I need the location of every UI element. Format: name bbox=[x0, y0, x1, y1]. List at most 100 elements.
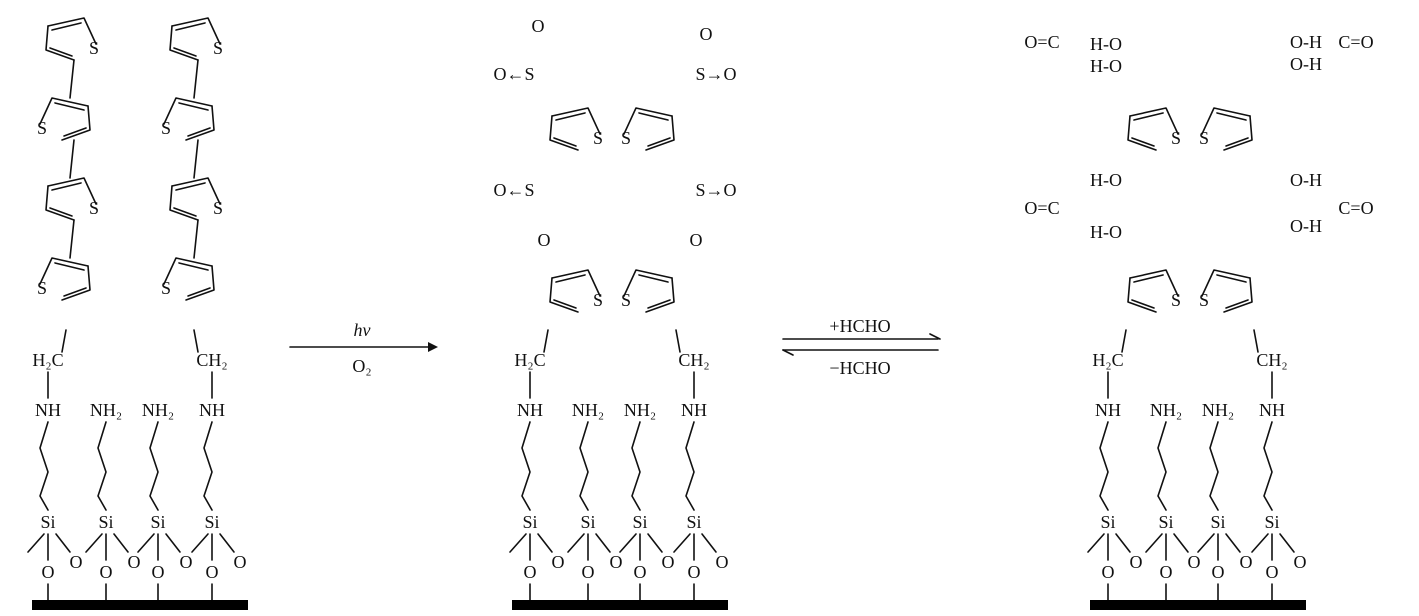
ch2-bond bbox=[193, 329, 199, 353]
inter-ring-bond bbox=[193, 59, 199, 99]
thiophene-ring: S bbox=[1127, 269, 1181, 313]
thiophene-ring: S bbox=[1199, 107, 1253, 151]
carbonyl-oxygen: O bbox=[538, 230, 551, 250]
oxygen-atom: O bbox=[1266, 562, 1279, 582]
hydrogen-bond-label: O-H bbox=[1290, 170, 1322, 190]
sulfur-atom: S bbox=[161, 118, 171, 138]
ring-bond bbox=[551, 269, 601, 297]
si-o-bridge-bond bbox=[647, 533, 663, 553]
nh-group: NH bbox=[199, 400, 225, 420]
ring-bond bbox=[1127, 115, 1157, 151]
si-o-bridge-bond bbox=[219, 533, 235, 553]
ring-bond bbox=[61, 265, 91, 301]
propyl-chain bbox=[685, 421, 695, 511]
nh-group: NH bbox=[517, 400, 543, 420]
propyl-chain bbox=[521, 421, 531, 511]
silicon-atom: Si bbox=[40, 512, 55, 532]
ring-bond bbox=[1201, 269, 1251, 297]
thiophene-ring: S bbox=[549, 107, 603, 151]
hydrogen-bond-label: H-O bbox=[1090, 34, 1122, 54]
hydrogen-bond-label: H-O bbox=[1090, 222, 1122, 242]
sulfoxide-label: S→O bbox=[695, 180, 736, 200]
ring-bond bbox=[623, 269, 673, 297]
ring-bond bbox=[47, 17, 97, 45]
substrate-1 bbox=[32, 600, 248, 610]
bridging-oxygen: O bbox=[234, 552, 247, 572]
ring-double-bond bbox=[555, 274, 586, 283]
si-methyl-bond bbox=[619, 533, 637, 553]
thiophene-ring: S bbox=[45, 177, 99, 221]
nh2-group: NH₂ bbox=[1150, 400, 1182, 420]
inter-ring-bond bbox=[69, 139, 75, 179]
arrow-label-add-hcho: +HCHO bbox=[829, 316, 890, 336]
ring-bond bbox=[549, 277, 579, 313]
sulfur-atom: S bbox=[213, 198, 223, 218]
ring-double-bond bbox=[1225, 137, 1249, 147]
thiophene-ring: S bbox=[169, 17, 223, 61]
bridging-oxygen: O bbox=[1240, 552, 1253, 572]
sulfur-atom: S bbox=[89, 38, 99, 58]
ring-bond bbox=[171, 177, 221, 205]
bridging-oxygen: O bbox=[180, 552, 193, 572]
ring-bond bbox=[185, 265, 215, 301]
ring-bond bbox=[169, 25, 199, 61]
arrow-label-o2: O₂ bbox=[352, 356, 371, 376]
oxygen-atom: O bbox=[100, 562, 113, 582]
bridging-oxygen: O bbox=[1130, 552, 1143, 572]
ring-bond bbox=[1129, 107, 1179, 135]
ch2-group: CH₂ bbox=[196, 350, 227, 370]
thiophene-ring: S bbox=[45, 17, 99, 61]
sulfoxide-label: S→O bbox=[695, 64, 736, 84]
ring-bond bbox=[1223, 115, 1253, 151]
silicon-atom: Si bbox=[150, 512, 165, 532]
si-methyl-bond bbox=[1145, 533, 1163, 553]
silicon-atom: Si bbox=[580, 512, 595, 532]
arrow-label-hv: hν bbox=[354, 320, 371, 340]
h2c-group: H₂C bbox=[32, 350, 63, 370]
bridging-oxygen: O bbox=[552, 552, 565, 572]
ring-double-bond bbox=[49, 207, 73, 217]
bridging-oxygen: O bbox=[1188, 552, 1201, 572]
formaldehyde-label: C=O bbox=[1338, 32, 1373, 52]
sulfur-atom: S bbox=[1199, 290, 1209, 310]
sulfur-atom: S bbox=[161, 278, 171, 298]
ring-bond bbox=[47, 177, 97, 205]
si-o-bridge-bond bbox=[1173, 533, 1189, 553]
ring-bond bbox=[45, 185, 75, 221]
ring-double-bond bbox=[1133, 274, 1164, 283]
ring-double-bond bbox=[1131, 137, 1155, 147]
propyl-chain bbox=[1209, 421, 1219, 511]
ring-bond bbox=[645, 277, 675, 313]
oxygen-atom: O bbox=[524, 562, 537, 582]
ring-bond bbox=[39, 97, 89, 125]
hydrogen-bond-label: O-H bbox=[1290, 54, 1322, 74]
ring-bond bbox=[171, 17, 221, 45]
oxygen-atom: O bbox=[1102, 562, 1115, 582]
thiophene-ring: S bbox=[37, 257, 91, 301]
ring-double-bond bbox=[63, 127, 87, 137]
sulfur-atom: S bbox=[37, 278, 47, 298]
substrate-3 bbox=[1090, 600, 1306, 610]
si-methyl-bond bbox=[27, 533, 45, 553]
ring-double-bond bbox=[647, 299, 671, 309]
ring-double-bond bbox=[1216, 112, 1247, 121]
sulfur-atom: S bbox=[593, 290, 603, 310]
inter-ring-bond bbox=[193, 219, 199, 259]
ring-bond bbox=[39, 257, 89, 285]
thiophene-ring: S bbox=[161, 97, 215, 141]
silicon-atom: Si bbox=[1210, 512, 1225, 532]
oxygen-atom: O bbox=[688, 562, 701, 582]
thiophene-ring: S bbox=[621, 269, 675, 313]
oxygen-atom: O bbox=[152, 562, 165, 582]
ring-double-bond bbox=[187, 287, 211, 297]
